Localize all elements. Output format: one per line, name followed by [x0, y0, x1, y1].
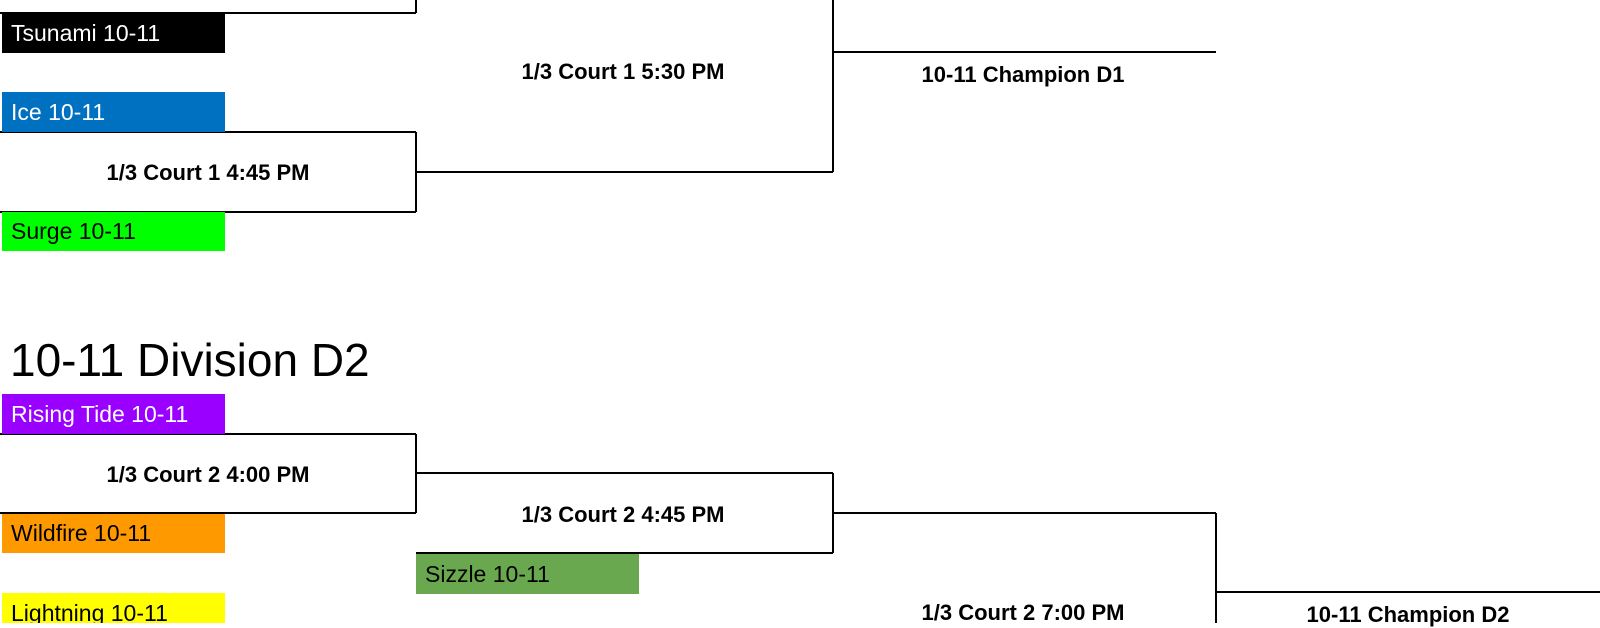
game-label-d2-game1: 1/3 Court 2 4:00 PM [106, 462, 310, 487]
division-title-d2: 10-11 Division D2 [10, 334, 370, 386]
team-surge: Surge 10-11 [2, 212, 225, 251]
team-lightning: Lightning 10-11 [2, 593, 225, 623]
team-tsunami: Tsunami 10-11 [2, 13, 225, 53]
team-wildfire: Wildfire 10-11 [2, 514, 225, 553]
game-label-d2-game2: 1/3 Court 2 4:45 PM [521, 502, 725, 527]
team-ice: Ice 10-11 [2, 92, 225, 132]
game-label-d1-semi: 1/3 Court 1 4:45 PM [106, 160, 310, 185]
champion-label-d1: 10-11 Champion D1 [921, 62, 1125, 87]
game-label-d1-final: 1/3 Court 1 5:30 PM [521, 59, 725, 84]
game-label-d2-final: 1/3 Court 2 7:00 PM [921, 600, 1125, 625]
team-sizzle: Sizzle 10-11 [416, 554, 639, 594]
champion-label-d2: 10-11 Champion D2 [1306, 602, 1510, 627]
team-rising-tide: Rising Tide 10-11 [2, 394, 225, 434]
